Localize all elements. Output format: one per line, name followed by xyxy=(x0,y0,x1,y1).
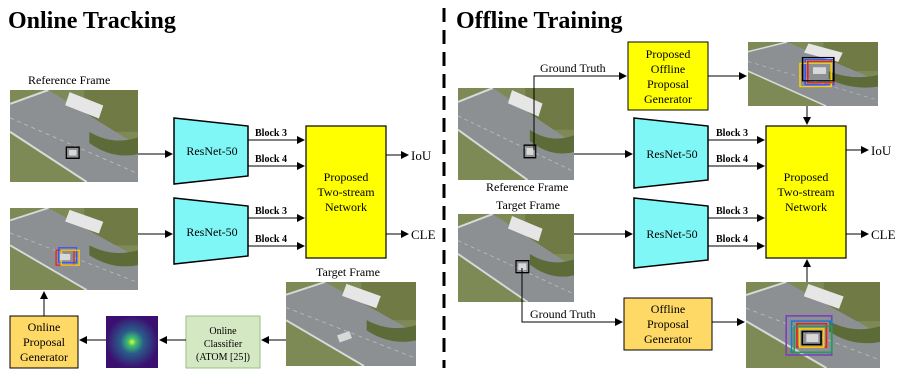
offline-block3-top-label: Block 3 xyxy=(716,128,748,139)
online-proposal-generator-box xyxy=(9,315,79,369)
offline-iou-label: IoU xyxy=(871,143,892,158)
offline-ground-truth-bottom-arrow xyxy=(521,268,623,326)
offline-block4-top-label: Block 4 xyxy=(716,154,748,165)
offline-block4-bottom-label: Block 4 xyxy=(716,234,748,245)
online-network-line3: Network xyxy=(325,200,367,214)
online-classifier-line1: Online xyxy=(209,326,237,337)
online-proposal-generator-line1: Online xyxy=(28,320,61,334)
online-resnet-top xyxy=(173,117,249,185)
offline-proposed-generator-line4: Generator xyxy=(644,92,692,106)
offline-proposed-generator-line1: Proposed xyxy=(646,47,691,61)
online-proposal-generator-line2: Proposal xyxy=(23,335,66,349)
offline-proposals-image-bottom xyxy=(746,282,880,368)
online-block4-top-label: Block 4 xyxy=(255,154,287,165)
offline-resnet-bottom xyxy=(633,197,709,269)
online-network-line2: Two-stream xyxy=(317,185,375,199)
online-classifier-box xyxy=(185,315,261,369)
offline-proposal-generator-line2: Proposal xyxy=(647,317,690,331)
offline-network-line3: Network xyxy=(785,200,827,214)
online-response-heatmap xyxy=(106,316,158,368)
offline-resnet-top xyxy=(633,117,709,189)
online-network-line1: Proposed xyxy=(324,170,369,184)
offline-resnet-top-label: ResNet-50 xyxy=(646,147,697,161)
online-target-frame-label: Target Frame xyxy=(316,265,380,279)
online-block3-bottom-label: Block 3 xyxy=(255,206,287,217)
online-classifier-line2: Classifier xyxy=(204,339,243,350)
offline-proposed-generator-line2: Offline xyxy=(651,62,685,76)
offline-cle-label: CLE xyxy=(871,227,896,242)
offline-reference-frame-image xyxy=(458,88,574,180)
offline-proposal-generator-line3: Generator xyxy=(644,332,692,346)
offline-network-line1: Proposed xyxy=(784,170,829,184)
online-cle-label: CLE xyxy=(411,227,436,242)
online-tracking-title: Online Tracking xyxy=(8,8,176,34)
offline-two-stream-network xyxy=(765,125,847,259)
online-iou-label: IoU xyxy=(411,148,432,163)
offline-network-line2: Two-stream xyxy=(777,185,835,199)
online-reference-frame-label: Reference Frame xyxy=(28,73,110,87)
online-reference-frame-image xyxy=(10,90,138,182)
online-target-frame-current xyxy=(286,282,416,366)
offline-reference-frame-label: Reference Frame xyxy=(486,180,568,194)
online-resnet-bottom-label: ResNet-50 xyxy=(186,225,237,239)
offline-proposal-generator-line1: Offline xyxy=(651,302,685,316)
online-classifier-line3: (ATOM [25]) xyxy=(196,352,250,363)
online-block4-bottom-label: Block 4 xyxy=(255,234,287,245)
offline-ground-truth-top-arrow xyxy=(533,72,627,150)
offline-proposals-image-top xyxy=(748,42,878,106)
online-target-frame-image xyxy=(10,208,138,290)
online-proposal-generator-line3: Generator xyxy=(20,350,68,364)
offline-ground-truth-top-label: Ground Truth xyxy=(540,61,606,75)
offline-resnet-bottom-label: ResNet-50 xyxy=(646,227,697,241)
online-two-stream-network xyxy=(305,125,387,259)
offline-training-title: Offline Training xyxy=(456,8,622,34)
offline-ground-truth-bottom-label: Ground Truth xyxy=(530,307,596,321)
online-resnet-bottom xyxy=(173,197,249,265)
offline-target-frame-label: Target Frame xyxy=(496,198,560,212)
offline-block3-bottom-label: Block 3 xyxy=(716,206,748,217)
online-resnet-top-label: ResNet-50 xyxy=(186,144,237,158)
offline-target-frame-image xyxy=(458,214,574,302)
offline-proposed-generator-line3: Proposal xyxy=(647,77,690,91)
offline-proposal-generator-box xyxy=(623,297,713,351)
online-block3-top-label: Block 3 xyxy=(255,128,287,139)
